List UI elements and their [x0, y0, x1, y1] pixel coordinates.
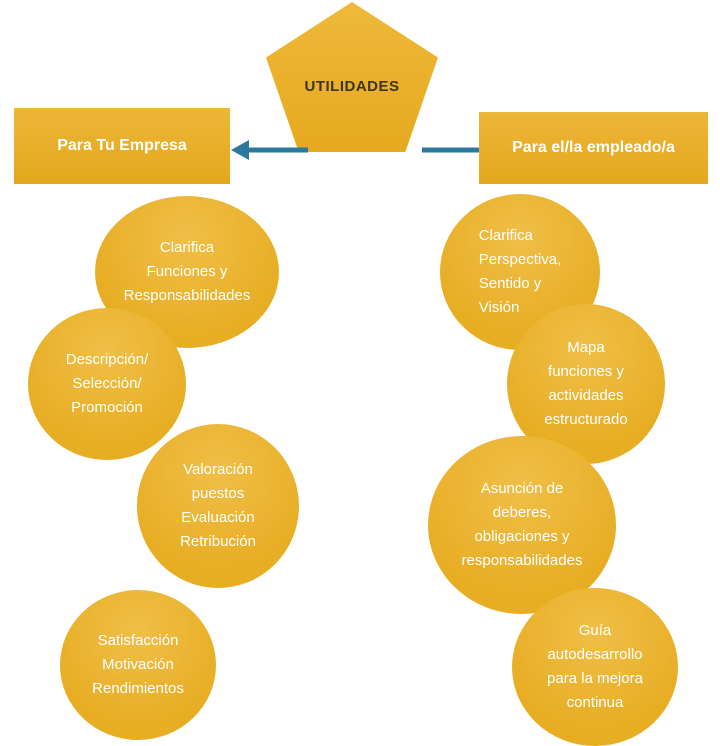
bubble-label: Valoración puestos Evaluación Retribució… [180, 461, 256, 550]
bubble-mapa-funciones: Mapa funciones y actividades estructurad… [507, 304, 665, 464]
bubble-guia-autodesarrollo: Guía autodesarrollo para la mejora conti… [512, 588, 678, 746]
bubble-asuncion-deberes: Asunción de deberes, obligaciones y resp… [428, 436, 616, 614]
bubble-label: Clarifica Perspectiva, Sentido y Visión [478, 227, 562, 316]
left-arrow-icon [231, 140, 308, 160]
empleado-header-label: Para el/la empleado/a [512, 139, 675, 156]
bubble-valoracion-puestos: Valoración puestos Evaluación Retribució… [137, 424, 299, 588]
empresa-header-box: Para Tu Empresa [14, 108, 230, 184]
bubble-satisfaccion-motivacion: Satisfacción Motivación Rendimientos [60, 590, 216, 740]
bubble-descripcion-seleccion: Descripción/ Selección/ Promoción [28, 308, 186, 460]
bubble-label: Asunción de deberes, obligaciones y resp… [461, 480, 583, 569]
bubble-label: Clarifica Funciones y Responsabilidades [123, 239, 251, 304]
empresa-header-label: Para Tu Empresa [57, 137, 187, 154]
bubble-label: Satisfacción Motivación Rendimientos [92, 632, 184, 697]
pentagon-title: UTILIDADES [304, 77, 400, 95]
bubble-label: Guía autodesarrollo para la mejora conti… [547, 622, 643, 711]
bubble-clarifica-perspectiva: Clarifica Perspectiva, Sentido y Visión [440, 194, 600, 350]
utilidades-pentagon: UTILIDADES [266, 2, 438, 152]
bubble-label: Descripción/ Selección/ Promoción [65, 351, 149, 416]
bubble-label: Mapa funciones y actividades estructurad… [544, 339, 628, 428]
empleado-header-box: Para el/la empleado/a [479, 112, 708, 184]
